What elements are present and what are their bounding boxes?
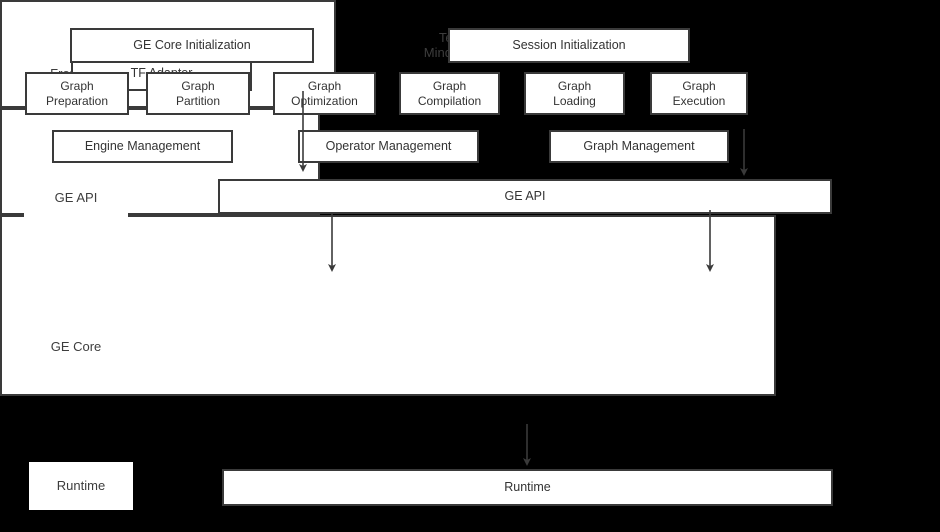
layer-label-ge-core-text: GE Core	[50, 338, 102, 354]
manager-engine-management[interactable]: Engine Management	[52, 130, 233, 163]
ge-core-initialization-box[interactable]: GE Core Initialization	[70, 28, 314, 63]
module-graph-loading-line2: Loading	[553, 93, 596, 108]
module-graph-execution-line2: Execution	[672, 93, 726, 108]
ge-core-initialization-label: GE Core Initialization	[133, 38, 251, 53]
session-initialization-box[interactable]: Session Initialization	[448, 28, 690, 63]
runtime-bar[interactable]: Runtime	[222, 469, 833, 506]
layer-label-ge-api: GE API	[24, 175, 128, 220]
manager-graph-management[interactable]: Graph Management	[549, 130, 729, 163]
manager-operator-management-label: Operator Management	[325, 139, 452, 154]
ge-core-container: GE Core Initialization Session Initializ…	[0, 28, 776, 396]
module-graph-compilation-line1: Graph	[432, 79, 467, 94]
manager-operator-management[interactable]: Operator Management	[298, 130, 479, 163]
layer-label-runtime-text: Runtime	[56, 478, 106, 494]
runtime-bar-label: Runtime	[504, 480, 551, 495]
module-graph-compilation-line2: Compilation	[417, 93, 482, 108]
module-graph-partition-line2: Partition	[175, 93, 221, 108]
layer-label-ge-api-text: GE API	[54, 189, 98, 205]
module-graph-preparation-line1: Graph	[60, 79, 94, 94]
module-graph-preparation-line2: Preparation	[45, 93, 109, 108]
module-graph-loading-line1: Graph	[557, 79, 592, 94]
session-initialization-label: Session Initialization	[512, 38, 626, 53]
module-graph-partition-line1: Graph	[181, 79, 215, 94]
manager-graph-management-label: Graph Management	[583, 139, 695, 154]
module-graph-execution-line1: Graph	[682, 79, 716, 94]
layer-label-runtime: Runtime	[29, 462, 133, 510]
ge-api-bar[interactable]: GE API	[218, 179, 832, 214]
module-graph-optimization-line1: Graph	[307, 79, 342, 94]
ge-api-bar-label: GE API	[504, 189, 546, 204]
layer-label-ge-core: GE Core	[24, 324, 128, 369]
manager-engine-management-label: Engine Management	[84, 139, 201, 154]
module-graph-optimization-line2: Optimization	[291, 93, 358, 108]
